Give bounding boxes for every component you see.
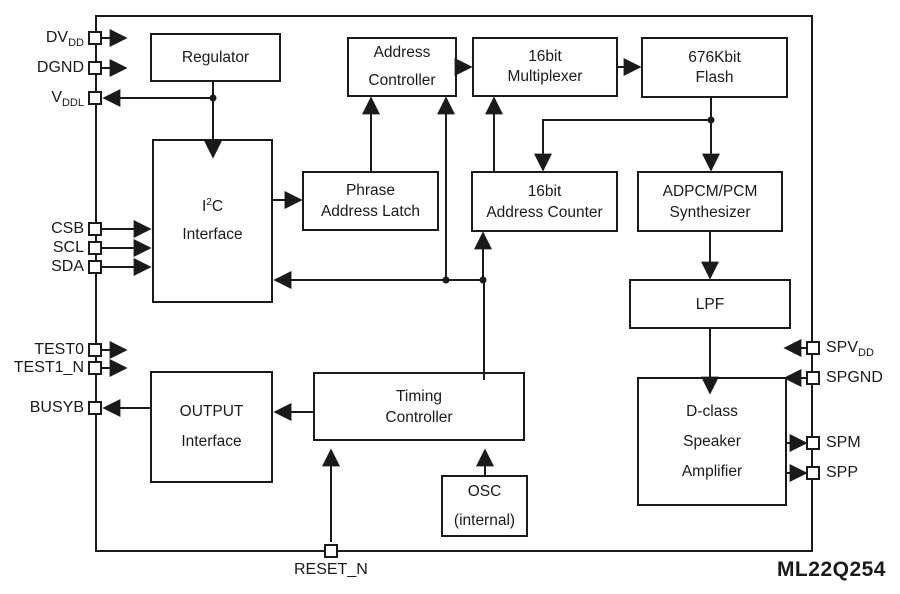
pin-label-busyb-base: BUSYB [29, 399, 84, 416]
block-counter-line2: Address Counter [486, 203, 603, 221]
pin-label-scl-base: SCL [52, 239, 84, 256]
block-output-interface: OUTPUT Interface [150, 371, 273, 483]
pin-scl [88, 241, 102, 255]
pin-label-test0: TEST0 [0, 339, 84, 360]
pin-label-scl: SCL [0, 237, 84, 258]
pin-vddl [88, 91, 102, 105]
block-counter-line1: 16bit [527, 182, 562, 200]
block-lpf: LPF [629, 279, 791, 329]
pin-label-spp-base: SPP [826, 464, 859, 481]
pin-label-vddl-base: V [51, 89, 62, 106]
block-flash-line2: Flash [695, 68, 734, 86]
pin-label-test1n-base: TEST1_N [13, 359, 84, 376]
pin-sda [88, 260, 102, 274]
block-pal-line1: Phrase [345, 182, 396, 199]
block-lpf-label: LPF [695, 295, 725, 313]
i2c-post: C [211, 198, 224, 215]
block-multiplexer-line1: 16bit [528, 48, 562, 65]
block-flash: 676Kbit Flash [641, 37, 788, 98]
pin-label-test1-n: TEST1_N [0, 357, 84, 378]
pin-test0 [88, 343, 102, 357]
pin-spp [806, 466, 820, 480]
pin-label-test0-base: TEST0 [34, 341, 84, 358]
i2c-pre: I [201, 198, 207, 215]
pin-dgnd [88, 61, 102, 75]
pin-label-busyb: BUSYB [0, 397, 84, 418]
block-adpcm-synthesizer: ADPCM/PCM Synthesizer [637, 171, 783, 232]
block-i2c-line1: I2C [202, 193, 223, 221]
pin-label-dgnd: DGND [0, 57, 84, 78]
block-16bit-address-counter: 16bit Address Counter [471, 171, 618, 232]
block-adpcm-line2: Synthesizer [669, 203, 751, 221]
pin-label-dvdd-base: DV [45, 29, 69, 46]
block-adpcm-line1: ADPCM/PCM [662, 182, 758, 200]
pin-label-spvdd-base: SPV [826, 339, 859, 356]
pin-label-spvdd-sub: DD [858, 347, 874, 360]
pin-label-sda-base: SDA [51, 258, 84, 275]
block-address-controller: Address Controller [347, 37, 457, 97]
pin-reset-n [324, 544, 338, 558]
block-timing-line2: Controller [385, 408, 453, 426]
block-multiplexer-line2: Multiplexer [507, 68, 583, 85]
block-output-line1: OUTPUT [179, 403, 244, 420]
pin-label-spvdd: SPVDD [826, 337, 874, 360]
pin-label-vddl: VDDL [0, 87, 84, 110]
block-i2c-line2: Interface [182, 226, 243, 243]
block-osc: OSC (internal) [441, 475, 528, 537]
block-address-controller-line1: Address [373, 44, 431, 61]
block-dclass-line1: D-class [686, 402, 738, 420]
pin-label-dgnd-base: DGND [36, 59, 84, 76]
block-i2c-interface: I2C Interface [152, 139, 273, 303]
block-address-controller-line2: Controller [368, 72, 436, 89]
pin-label-csb-base: CSB [51, 220, 84, 237]
pin-label-reset-n: RESET_N [294, 559, 368, 580]
pin-label-sda: SDA [0, 256, 84, 277]
i2c-sup: 2 [206, 196, 212, 208]
pin-spm [806, 436, 820, 450]
pin-label-spgnd-base: SPGND [826, 369, 883, 386]
block-phrase-address-latch: Phrase Address Latch [302, 171, 439, 231]
pin-dvdd [88, 31, 102, 45]
block-timing-line1: Timing [396, 387, 442, 405]
pin-csb [88, 222, 102, 236]
pin-spvdd [806, 341, 820, 355]
block-pal-line2: Address Latch [320, 203, 421, 220]
pin-label-spm-base: SPM [826, 434, 861, 451]
pin-busyb [88, 401, 102, 415]
block-osc-line1: OSC [467, 483, 502, 500]
block-timing-controller: Timing Controller [313, 372, 525, 441]
pin-label-spgnd: SPGND [826, 367, 883, 388]
pin-label-dvdd: DVDD [0, 27, 84, 50]
pin-label-resetn-base: RESET_N [294, 561, 368, 578]
pin-label-vddl-sub: DDL [61, 97, 84, 110]
pin-label-spm: SPM [826, 432, 861, 453]
chip-part-number: ML22Q254 [776, 558, 886, 581]
block-dclass-line3: Amplifier [681, 462, 743, 480]
block-regulator: Regulator [150, 33, 281, 82]
block-flash-line1: 676Kbit [688, 48, 741, 66]
block-dclass-line2: Speaker [683, 432, 741, 450]
block-d-class-amplifier: D-class Speaker Amplifier [637, 377, 787, 506]
block-16bit-multiplexer: 16bit Multiplexer [472, 37, 618, 97]
pin-test1-n [88, 361, 102, 375]
pin-label-spp: SPP [826, 462, 858, 483]
pin-label-dvdd-sub: DD [68, 37, 84, 50]
block-osc-line2: (internal) [453, 512, 516, 529]
pin-spgnd [806, 371, 820, 385]
pin-label-csb: CSB [0, 218, 84, 239]
block-output-line2: Interface [181, 433, 242, 450]
block-regulator-label: Regulator [181, 49, 250, 66]
